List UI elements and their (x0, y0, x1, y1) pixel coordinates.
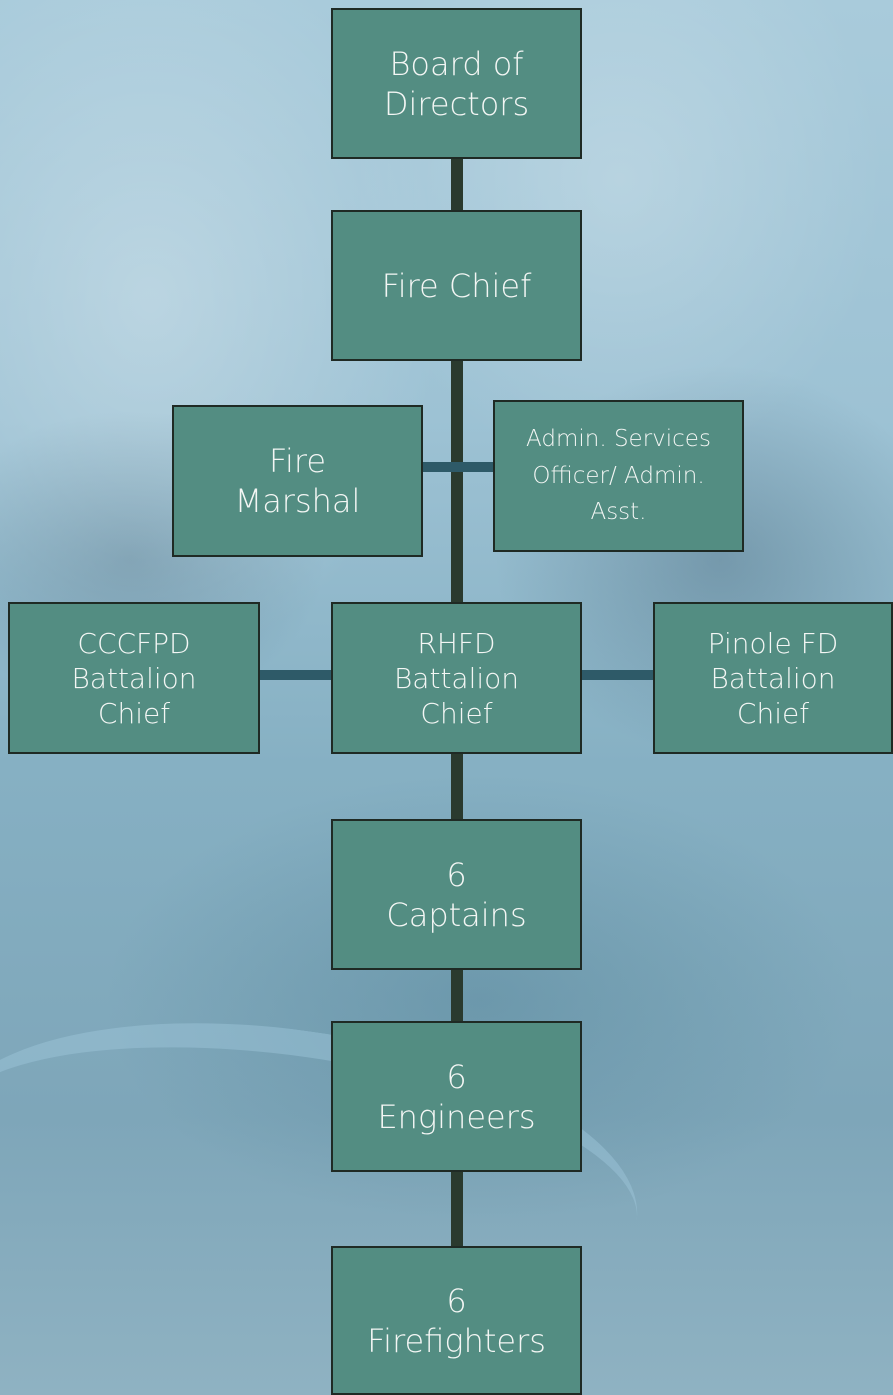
engineers-box: 6 Engineers (331, 1021, 582, 1172)
rhfd-battalion-chief-box: RHFD Battalion Chief (331, 602, 582, 754)
connector-captains-engineers (451, 967, 463, 1023)
connector-engineers-firefighters (451, 1169, 463, 1248)
connector-rhfd-captains (451, 751, 463, 821)
admin-services-box: Admin. Services Officer/ Admin. Asst. (493, 400, 744, 552)
connector-left-bc (258, 670, 332, 680)
connector-chief-rhfd (451, 358, 463, 604)
fire-chief-box: Fire Chief (331, 210, 582, 361)
connector-board-chief (451, 157, 463, 212)
connector-staff (421, 462, 495, 472)
firefighters-box: 6 Firefighters (331, 1246, 582, 1395)
fire-marshal-box: Fire Marshal (172, 405, 423, 557)
captains-box: 6 Captains (331, 819, 582, 970)
connector-right-bc (580, 670, 655, 680)
pinole-battalion-chief-box: Pinole FD Battalion Chief (653, 602, 893, 754)
board-of-directors-box: Board of Directors (331, 8, 582, 159)
cccfpd-battalion-chief-box: CCCFPD Battalion Chief (8, 602, 260, 754)
